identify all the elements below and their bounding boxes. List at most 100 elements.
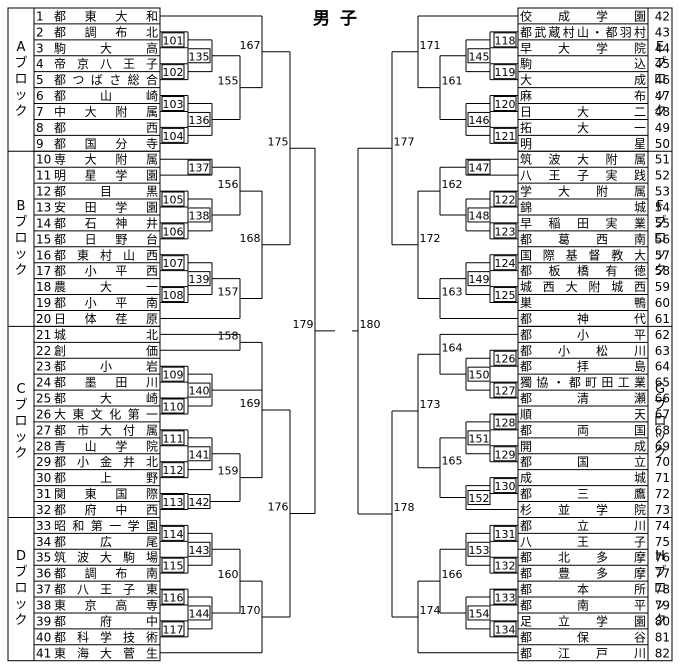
team-name: 都広尾: [54, 535, 158, 549]
team-name: 都小平: [520, 328, 646, 342]
match-number-box: [493, 621, 517, 637]
team-number: 68: [655, 423, 670, 437]
match-number: 101: [163, 34, 184, 47]
team-number: 23: [36, 360, 51, 374]
match-number-box: [161, 462, 185, 478]
team-name: 都東村山西: [54, 248, 158, 262]
team-number: 26: [36, 407, 51, 421]
team-name: 都山崎: [54, 89, 158, 103]
team-number: 19: [36, 296, 51, 310]
match-number: 162: [442, 178, 463, 191]
match-number: 173: [420, 398, 441, 411]
team-name: 都東大和: [54, 9, 158, 23]
match-number: 167: [240, 39, 261, 52]
match-number: 118: [495, 34, 516, 47]
match-number-box: [161, 127, 185, 143]
match-number: 121: [495, 130, 516, 143]
match-number: 160: [218, 568, 239, 581]
match-number: 165: [442, 455, 463, 468]
team-name: 都北多摩: [520, 550, 646, 565]
team-number: 21: [36, 328, 51, 342]
match-number: 132: [495, 560, 516, 573]
match-number: 110: [163, 401, 184, 414]
team-number: 63: [655, 344, 670, 358]
team-name: 都上野: [54, 471, 158, 485]
team-name: 都墨田川: [54, 376, 158, 390]
team-name: 都神代: [520, 312, 646, 326]
match-number: 112: [163, 464, 184, 477]
team-name: 学大附属: [520, 184, 646, 199]
team-name: 都日野台: [54, 231, 158, 246]
match-number-box: [161, 287, 185, 303]
team-name: 駒込: [520, 57, 646, 71]
team-number: 49: [655, 121, 670, 135]
match-number: 105: [163, 194, 184, 207]
team-name: 八王子実践: [520, 168, 646, 183]
team-number: 5: [36, 73, 44, 87]
team-number: 22: [36, 344, 51, 358]
team-name: 杉並学院: [520, 502, 646, 517]
match-number: 146: [469, 114, 490, 127]
match-number: 124: [495, 257, 516, 270]
match-number: 126: [495, 353, 516, 366]
match-number: 155: [218, 75, 239, 88]
match-number-box: [493, 191, 517, 207]
team-name: 都葛西南: [520, 231, 646, 246]
match-number: 152: [469, 492, 490, 505]
match-number-box: [493, 382, 517, 398]
match-number-box: [493, 223, 517, 239]
match-number-box: [493, 446, 517, 462]
team-name: 城北: [54, 328, 158, 342]
match-number-box: [467, 605, 491, 621]
match-number-box: [467, 366, 491, 382]
team-name: 都調布南: [54, 566, 158, 581]
team-name: 都八王子東: [54, 583, 158, 597]
team-name: 早大学院: [520, 40, 646, 55]
team-number: 41: [36, 646, 51, 660]
match-number: 154: [469, 607, 490, 620]
team-name: 開成: [520, 439, 646, 453]
team-number: 27: [36, 423, 51, 437]
match-number-box: [187, 494, 211, 510]
match-number-box: [493, 64, 517, 80]
team-number: 28: [36, 439, 51, 453]
match-number-box: [187, 541, 211, 557]
match-number: 117: [163, 623, 184, 636]
team-number: 39: [36, 614, 51, 628]
team-name: 都府中西: [54, 502, 158, 517]
match-number: 122: [495, 194, 516, 207]
team-number: 66: [655, 392, 670, 406]
team-name: 城西大附城西: [520, 280, 646, 294]
team-name: 都石神井: [54, 216, 158, 230]
match-number: 179: [293, 318, 314, 331]
team-name: 都保谷: [520, 630, 646, 644]
team-number: 14: [36, 216, 51, 230]
team-name: 都国立: [520, 454, 646, 469]
match-number-box: [161, 557, 185, 573]
match-number: 178: [394, 501, 415, 514]
team-name: 帝京八王子: [54, 56, 158, 71]
team-name: 都立川: [520, 518, 646, 533]
match-number: 107: [163, 257, 184, 270]
match-number: 142: [189, 496, 210, 509]
match-number: 151: [469, 432, 490, 445]
match-number-box: [161, 96, 185, 112]
match-number: 175: [268, 135, 289, 148]
match-number: 171: [420, 39, 441, 52]
team-number: 67: [655, 407, 670, 421]
match-number: 159: [218, 465, 239, 478]
match-number: 133: [495, 592, 516, 605]
match-number: 102: [163, 66, 184, 79]
match-number: 109: [163, 369, 184, 382]
match-number-box: [467, 48, 491, 64]
match-number-box: [161, 366, 185, 382]
match-number-box: [493, 255, 517, 271]
match-number: 137: [189, 162, 210, 175]
team-number: 50: [655, 137, 670, 151]
match-number-box: [187, 48, 211, 64]
team-name: 日大二: [520, 105, 646, 119]
match-number-box: [161, 398, 185, 414]
team-name: 都清瀬: [520, 392, 646, 406]
